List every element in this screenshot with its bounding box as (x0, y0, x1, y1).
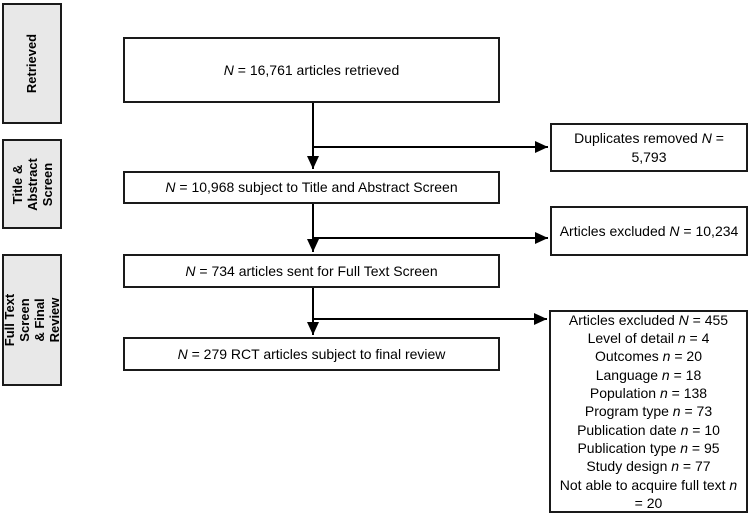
flow-box-text: N = 734 articles sent for Full Text Scre… (185, 262, 438, 279)
flow-box-text: N = 10,968 subject to Title and Abstract… (165, 179, 458, 195)
flow-box-text: N = 16,761 articles retrieved (223, 61, 400, 78)
stage-label-text: Title & Abstract Screen (9, 157, 55, 211)
exclusion-box-text: Duplicates removed N =5,793 (574, 129, 724, 165)
stage-label-text: Retrieved (24, 33, 40, 94)
flow-box-final-review: N = 279 RCT articles subject to final re… (123, 337, 500, 371)
exclusion-box-articles-excluded-abstract: Articles excluded N = 10,234 (550, 206, 748, 256)
flow-box-text: N = 279 RCT articles subject to final re… (177, 345, 446, 362)
flow-box-title-abstract-screen: N = 10,968 subject to Title and Abstract… (123, 171, 500, 204)
stage-label-text: Full Text Screen & Final Review (2, 293, 62, 347)
exclusion-box-text: Articles excluded N = 10,234 (559, 222, 739, 239)
stage-label-title-abstract-screen: Title & Abstract Screen (2, 139, 62, 229)
stage-label-retrieved: Retrieved (2, 3, 62, 124)
exclusion-box-duplicates-removed: Duplicates removed N =5,793 (550, 123, 748, 172)
stage-label-full-text-final-review: Full Text Screen & Final Review (2, 254, 62, 386)
flow-box-full-text-screen: N = 734 articles sent for Full Text Scre… (123, 254, 500, 288)
flow-box-articles-retrieved: N = 16,761 articles retrieved (123, 37, 500, 103)
